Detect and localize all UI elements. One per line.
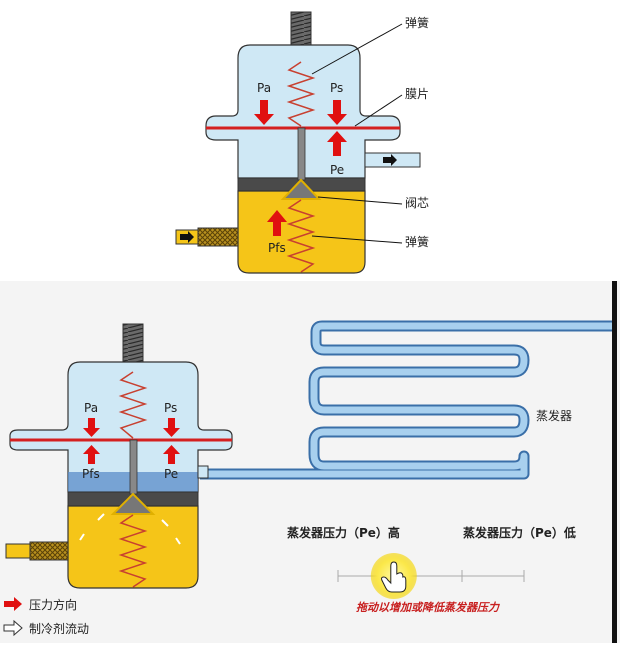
callout-spring-bottom: 弹簧 <box>405 234 429 249</box>
top-spring <box>286 61 316 127</box>
slider-high-label: 蒸发器压力（Pe）高 <box>287 525 400 540</box>
evaporator-coil <box>200 320 612 480</box>
label-pe: Pe <box>164 467 178 481</box>
flow-arrow-icon <box>180 231 194 243</box>
flow-arrow-icon <box>383 154 397 166</box>
callout-valve-core: 阀芯 <box>405 196 429 210</box>
legend: 压力方向 制冷剂流动 <box>3 597 89 637</box>
pressure-arrow-up-icon <box>267 210 287 236</box>
pressure-arrow-down-icon <box>83 418 100 437</box>
lower-chamber <box>67 505 199 589</box>
bottom-spring <box>118 514 148 588</box>
slider-knob[interactable] <box>370 553 417 599</box>
slider-hint: 拖动以增加或降低蒸发器压力 <box>356 601 500 614</box>
callout-spring-top: 弹簧 <box>405 15 429 30</box>
callout-line <box>311 23 403 75</box>
pressure-arrow-up-icon <box>163 445 180 464</box>
legend-refrigerant-flow: 制冷剂流动 <box>29 621 89 636</box>
evaporator-label: 蒸发器 <box>536 408 572 423</box>
flow-mark <box>97 513 105 521</box>
top-spring <box>118 371 148 439</box>
valve-core <box>110 492 156 515</box>
inlet-filter <box>197 227 239 247</box>
valve-stem <box>297 127 306 181</box>
pressure-arrow-down-icon <box>254 100 274 125</box>
bottom-animation-panel: 蒸发器 Pa Ps Pfs Pe <box>0 281 620 643</box>
pressure-arrow-down-icon <box>327 100 347 125</box>
label-ps: Ps <box>164 401 177 415</box>
callout-line <box>311 235 403 244</box>
legend-pressure-direction: 压力方向 <box>29 597 77 612</box>
lower-chamber <box>237 190 366 274</box>
inlet-pipe <box>5 543 31 559</box>
callout-diaphragm: 膜片 <box>405 87 429 101</box>
outlet-stub <box>197 465 209 479</box>
valve-stem <box>129 439 138 495</box>
bottom-spring <box>286 199 316 273</box>
label-pfs: Pfs <box>268 241 286 255</box>
callout-line <box>354 94 403 127</box>
label-pa: Pa <box>84 401 98 415</box>
pressure-arrow-down-icon <box>163 418 180 437</box>
legend-red-arrow-icon <box>4 597 22 611</box>
coil-fill <box>200 322 612 478</box>
pressure-arrow-up-icon <box>83 445 100 464</box>
callout-line <box>317 196 403 205</box>
valve-core <box>280 178 322 200</box>
inlet-filter <box>29 541 69 561</box>
pressure-arrow-up-icon <box>327 131 347 156</box>
panel-right-border <box>612 281 617 643</box>
hand-cursor-icon <box>381 561 407 593</box>
label-pa: Pa <box>257 81 271 95</box>
label-pe: Pe <box>330 163 344 177</box>
flow-mark <box>175 537 181 545</box>
label-ps: Ps <box>330 81 343 95</box>
slider-low-label: 蒸发器压力（Pe）低 <box>463 525 576 540</box>
top-valve-diagram: Pa Ps Pe Pfs 弹簧 膜片 阀芯 弹簧 <box>175 11 429 274</box>
label-pfs: Pfs <box>82 467 100 481</box>
pressure-slider[interactable] <box>337 553 525 599</box>
flow-mark <box>79 533 85 541</box>
legend-hollow-arrow-icon <box>3 619 23 637</box>
flow-mark <box>161 519 169 527</box>
